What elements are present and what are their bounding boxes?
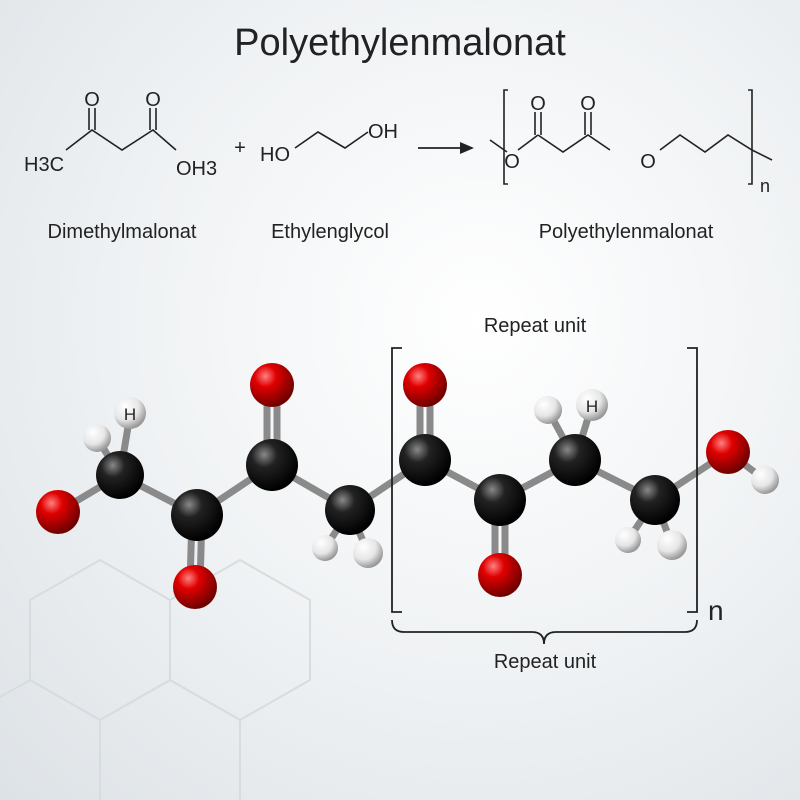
hydrogen-atom: [83, 424, 111, 452]
carbon-atom: [96, 451, 144, 499]
hydrogen-label: H: [586, 397, 598, 416]
subscript-n: n: [708, 595, 724, 626]
carbon-atom: [549, 434, 601, 486]
oxygen-label: O: [530, 93, 546, 115]
carbon-atom: [399, 434, 451, 486]
oh3-label: OH3: [176, 158, 217, 180]
oh-label: OH: [368, 121, 398, 143]
repeat-unit-label-top: Repeat unit: [484, 315, 587, 337]
oxygen-atom: [478, 553, 522, 597]
model-atoms: [36, 363, 779, 609]
hydrogen-label: H: [124, 405, 136, 424]
dimethylmalonat-label: Dimethylmalonat: [48, 221, 197, 243]
repeat-unit-bracket: [391, 347, 698, 645]
oxygen-atom: [706, 430, 750, 474]
ho-label: HO: [260, 144, 290, 166]
plus-sign: +: [234, 137, 246, 159]
oxygen-atom: [250, 363, 294, 407]
page-title: Polyethylenmalonat: [234, 22, 566, 64]
carbon-atom: [474, 474, 526, 526]
oxygen-atom: [36, 490, 80, 534]
subscript-n: n: [760, 176, 770, 196]
polyethylenmalonat-label: Polyethylenmalonat: [539, 221, 714, 243]
hydrogen-atom: [751, 466, 779, 494]
oxygen-label: O: [145, 89, 161, 111]
oxygen-label: O: [640, 151, 656, 173]
oxygen-label: O: [580, 93, 596, 115]
carbon-atom: [246, 439, 298, 491]
hydrogen-atom: [353, 538, 383, 568]
repeat-unit-label-bottom: Repeat unit: [494, 651, 597, 673]
hydrogen-atom: [615, 527, 641, 553]
oxygen-atom: [403, 363, 447, 407]
carbon-atom: [630, 475, 680, 525]
hydrogen-atom: [657, 530, 687, 560]
dimethylmalonat-structure: [65, 108, 177, 151]
carbon-atom: [325, 485, 375, 535]
ethylenglycol-structure: [294, 131, 369, 149]
polymer-structure: [489, 89, 773, 185]
h3c-label: H3C: [24, 154, 64, 176]
ethylenglycol-label: Ethylenglycol: [271, 221, 389, 243]
oxygen-atom: [173, 565, 217, 609]
hydrogen-atom: [114, 397, 146, 429]
hydrogen-atom: [576, 389, 608, 421]
hydrogen-atom: [312, 535, 338, 561]
hydrogen-atom: [534, 396, 562, 424]
background-hexagons: [0, 558, 311, 800]
oxygen-label: O: [84, 89, 100, 111]
oxygen-label: O: [504, 151, 520, 173]
carbon-atom: [171, 489, 223, 541]
reaction-arrow: [418, 142, 474, 154]
